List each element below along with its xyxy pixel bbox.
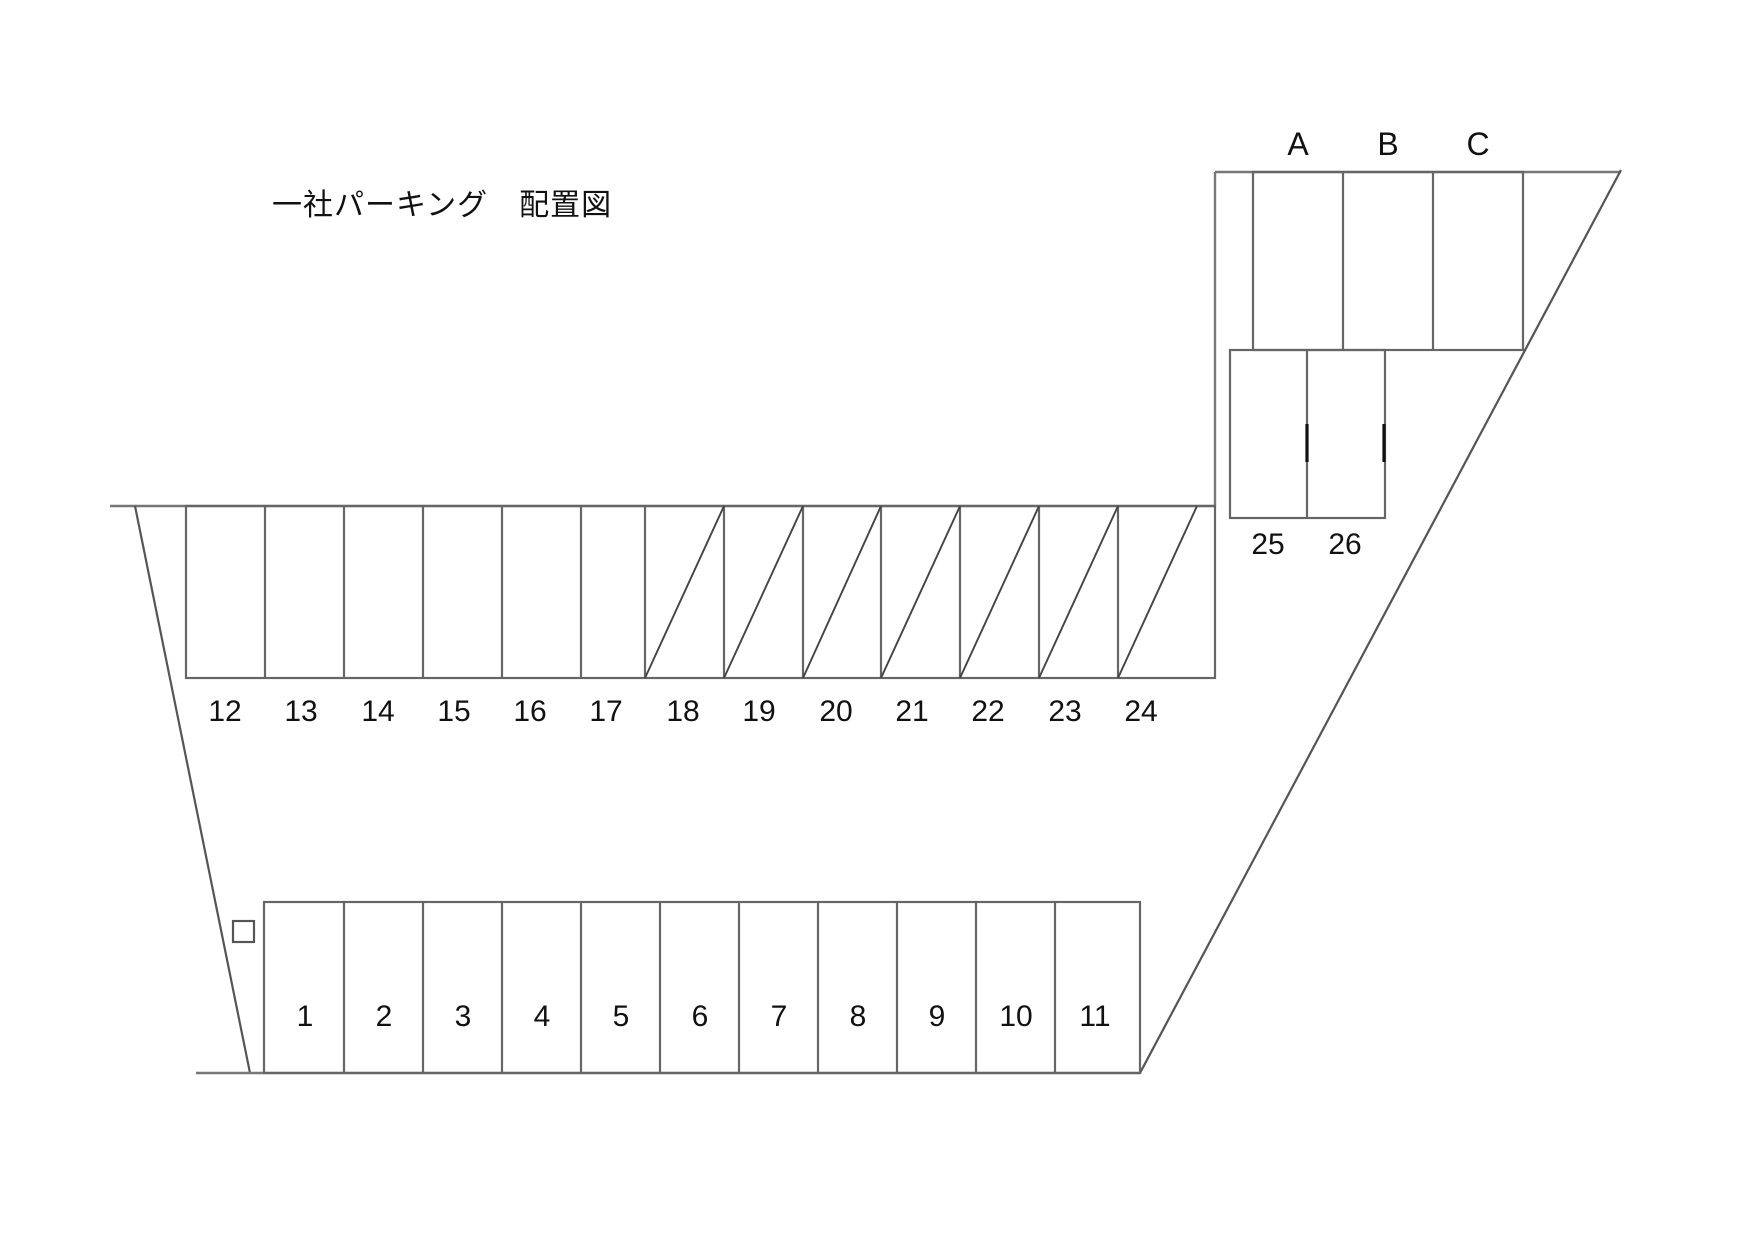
west-boundary-diagonal: [133, 505, 252, 1074]
stall-label-15: 15: [437, 695, 471, 728]
stall-row-1-11: [262, 900, 1142, 1075]
stall-label-C: C: [1466, 126, 1490, 162]
diagonal-22: [959, 505, 1040, 679]
stall-label-18: 18: [666, 695, 700, 728]
page-title: 一社パーキング 配置図: [272, 189, 613, 222]
stall-label-14: 14: [361, 695, 395, 728]
stall-label-13: 13: [284, 695, 318, 728]
stall-label-21: 21: [895, 695, 929, 728]
covered-garage-row: [1251, 170, 1525, 352]
stall-label-19: 19: [742, 695, 776, 728]
east-boundary-diagonal: [1139, 169, 1622, 1074]
stall-label-17: 17: [589, 695, 623, 728]
stall-label-22: 22: [971, 695, 1005, 728]
row-1-11-outline: [262, 900, 1142, 1075]
stall-label-6: 6: [691, 1000, 709, 1033]
stall-label-11: 11: [1079, 1000, 1111, 1033]
garage-block-outline: [1251, 170, 1525, 352]
diagonal-18: [644, 505, 725, 679]
small-square-marker: [231, 919, 256, 944]
wheel-stop-ticks-2526: [1305, 424, 1386, 462]
stall-label-16: 16: [513, 695, 547, 728]
stall-label-A: A: [1287, 126, 1309, 162]
diagonal-23: [1038, 505, 1119, 679]
diagonal-24: [1117, 505, 1198, 679]
stall-label-25: 25: [1251, 528, 1285, 561]
stall-label-3: 3: [454, 1000, 472, 1033]
diagonal-19: [723, 505, 804, 679]
row-12-24-outline: [184, 504, 1217, 680]
angled-stall-diagonals: [644, 505, 1198, 679]
stall-label-8: 8: [849, 1000, 867, 1033]
stall-label-5: 5: [612, 1000, 630, 1033]
stall-label-9: 9: [928, 1000, 946, 1033]
stall-label-7: 7: [770, 1000, 788, 1033]
stall-label-2: 2: [375, 1000, 393, 1033]
stall-label-4: 4: [533, 1000, 551, 1033]
stall-label-12: 12: [208, 695, 242, 728]
stall-label-23: 23: [1048, 695, 1082, 728]
stall-label-10: 10: [999, 1000, 1033, 1033]
stall-label-26: 26: [1328, 528, 1362, 561]
stall-label-1: 1: [296, 1000, 314, 1033]
stall-label-24: 24: [1124, 695, 1158, 728]
stall-row-12-24: [184, 504, 1217, 680]
stall-label-B: B: [1377, 126, 1399, 162]
diagonal-21: [880, 505, 961, 679]
diagonal-20: [802, 505, 882, 679]
stall-label-20: 20: [819, 695, 853, 728]
